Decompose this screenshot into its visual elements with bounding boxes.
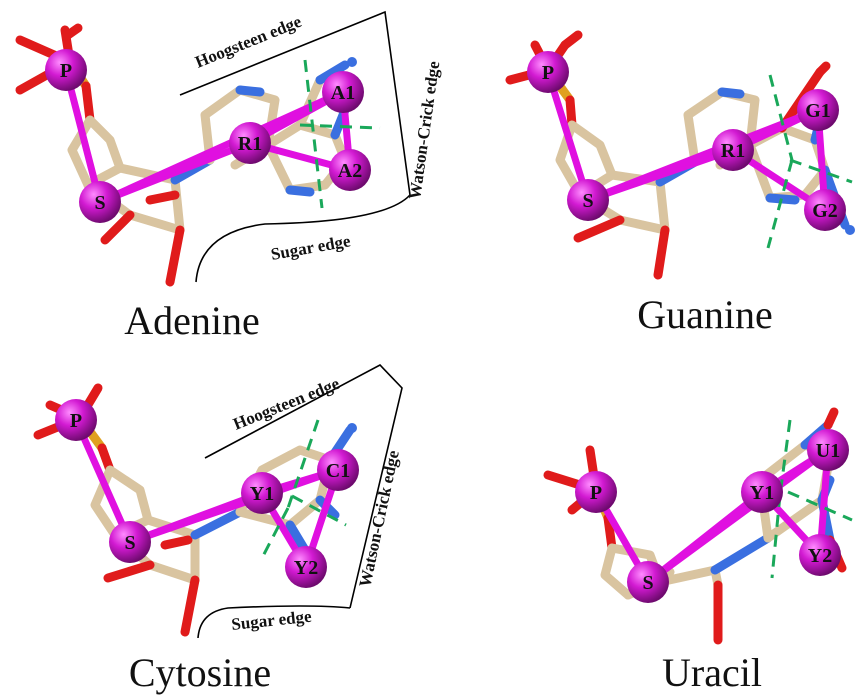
- uracil-bead-y1: Y1: [741, 471, 783, 513]
- adenine-hoogsteen-edge-label: Hoogsteen edge: [192, 12, 304, 72]
- cytosine-bead-s: S: [109, 521, 151, 563]
- uracil-edge-dividers: [770, 419, 853, 579]
- panel-cytosine: Hoogsteen edge Watson-Crick edge Sugar e…: [33, 364, 403, 695]
- uracil-bead-s: S: [627, 561, 669, 603]
- bead-label-p: P: [60, 60, 72, 82]
- bead-label-s: S: [124, 532, 135, 554]
- bead-label-s: S: [582, 190, 593, 212]
- bead-label-g1: G1: [805, 100, 831, 122]
- adenine-edge-dividers: [299, 59, 381, 209]
- bead-label-y1: Y1: [250, 483, 274, 505]
- bead-label-r1: R1: [721, 140, 745, 162]
- panel-title-uracil: Uracil: [662, 650, 762, 695]
- adenine-bead-r1: R1: [229, 122, 271, 164]
- panel-adenine: Hoogsteen edge Watson-Crick edge Sugar e…: [15, 10, 443, 343]
- adenine-bead-p: P: [45, 49, 87, 91]
- panel-title-adenine: Adenine: [124, 298, 260, 343]
- guanine-bead-r1: R1: [712, 129, 754, 171]
- bead-label-y2: Y2: [294, 557, 318, 579]
- bead-label-s: S: [642, 572, 653, 594]
- guanine-bead-s: S: [567, 179, 609, 221]
- bead-label-c1: C1: [326, 460, 350, 482]
- bead-label-a2: A2: [338, 160, 362, 182]
- adenine-bead-a2: A2: [329, 149, 371, 191]
- bead-label-u1: U1: [816, 440, 840, 462]
- panel-uracil: P S Y1 U1 Y2 Uracil: [543, 407, 853, 695]
- bead-label-s: S: [94, 192, 105, 214]
- panel-title-guanine: Guanine: [637, 292, 773, 337]
- bead-label-g2: G2: [812, 200, 838, 222]
- panel-title-cytosine: Cytosine: [129, 650, 271, 695]
- uracil-bead-y2: Y2: [799, 534, 841, 576]
- bead-label-p: P: [70, 410, 82, 432]
- bead-label-y1: Y1: [750, 482, 774, 504]
- cytosine-bead-y2: Y2: [285, 546, 327, 588]
- cytosine-bead-y1: Y1: [241, 472, 283, 514]
- bead-label-a1: A1: [331, 82, 355, 104]
- cytosine-watson-crick-edge-label: Watson-Crick edge: [355, 448, 403, 589]
- guanine-bead-g2: G2: [804, 189, 846, 231]
- guanine-edge-dividers: [766, 74, 853, 249]
- adenine-bead-a1: A1: [322, 71, 364, 113]
- cytosine-sugar-edge-label: Sugar edge: [230, 607, 312, 634]
- bead-label-p: P: [590, 482, 602, 504]
- panel-guanine: P S R1 G1 G2 Guanine: [505, 30, 855, 337]
- cytosine-hoogsteen-edge-label: Hoogsteen edge: [230, 374, 342, 434]
- cytosine-edge-dividers: [260, 419, 347, 559]
- adenine-sugar-edge-label: Sugar edge: [269, 231, 352, 264]
- adenine-watson-crick-edge-label: Watson-Crick edge: [405, 60, 443, 201]
- uracil-bead-u1: U1: [807, 429, 849, 471]
- bead-label-r1: R1: [238, 133, 262, 155]
- uracil-bead-p: P: [575, 471, 617, 513]
- bead-label-p: P: [542, 62, 554, 84]
- guanine-bead-g1: G1: [797, 89, 839, 131]
- bead-label-y2: Y2: [808, 545, 832, 567]
- cytosine-bead-p: P: [55, 399, 97, 441]
- guanine-bead-p: P: [527, 51, 569, 93]
- adenine-bead-s: S: [79, 181, 121, 223]
- cytosine-bead-c1: C1: [317, 449, 359, 491]
